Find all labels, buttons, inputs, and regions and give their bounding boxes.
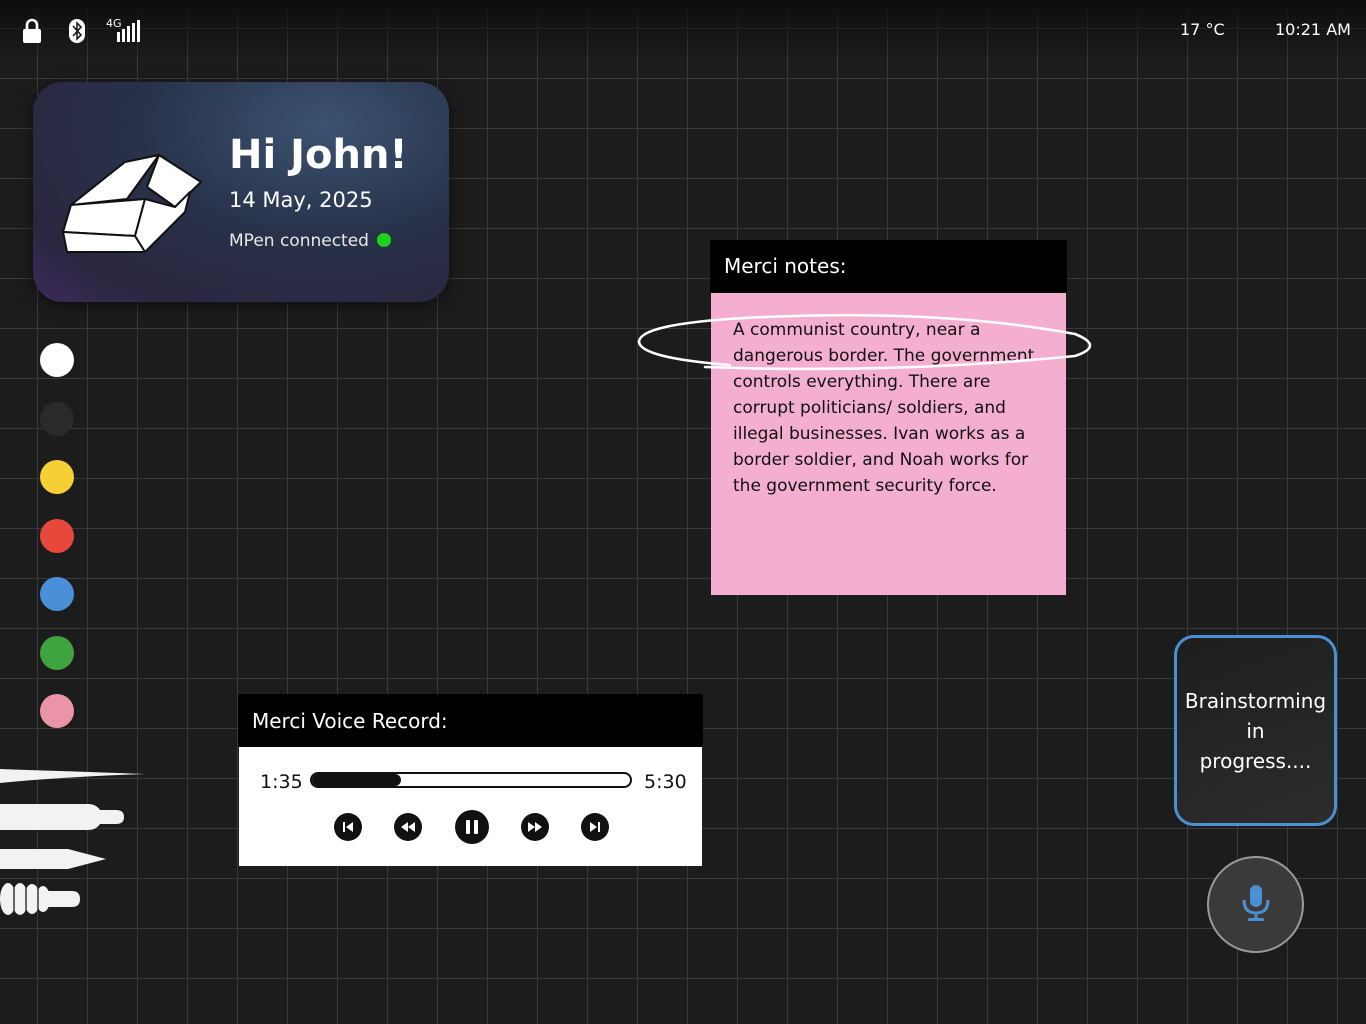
voice-record-panel: Merci Voice Record: 1:35 5:30 [238,694,703,866]
color-swatch[interactable] [40,635,74,670]
color-swatch[interactable] [40,694,74,728]
notes-panel[interactable]: Merci notes: A communist country, near a… [710,240,1067,596]
skip-back-icon[interactable] [334,813,362,841]
brainstorm-status-card: Brainstorming in progress.... [1174,635,1337,826]
current-time: 1:35 [260,771,303,793]
temperature: 17 °C [1180,20,1225,39]
clock: 10:21 AM [1275,20,1351,39]
fast-forward-icon[interactable] [521,813,549,841]
pen-tool[interactable] [0,765,150,791]
greeting-date: 14 May, 2025 [229,188,373,212]
notes-title: Merci notes: [710,240,1067,293]
connection-indicator [376,233,391,247]
skip-forward-icon[interactable] [581,813,609,841]
signal-icon: 4G [106,16,142,48]
rewind-icon[interactable] [394,813,422,841]
brainstorm-line-3: progress.... [1199,748,1312,773]
microphone-button[interactable] [1207,856,1304,953]
color-swatch[interactable] [40,518,74,553]
notes-body[interactable]: A communist country, near a dangerous bo… [711,293,1066,595]
greeting-title: Hi John! [229,132,408,178]
open-box-icon [55,152,205,266]
marker-tool[interactable] [0,802,130,836]
color-swatch[interactable] [40,343,74,377]
connection-status-label: MPen connected [229,231,369,251]
total-time: 5:30 [644,771,687,793]
progress-bar[interactable] [310,772,632,788]
microphone-icon [1241,884,1271,926]
status-bar: 4G 17 °C 10:21 AM [0,0,1366,60]
color-swatch[interactable] [40,401,74,436]
circle-annotation [635,312,1099,378]
brainstorm-line-1: Brainstorming [1184,688,1327,713]
pause-icon[interactable] [455,810,489,844]
greeting-card: Hi John! 14 May, 2025 MPen connected [33,82,449,302]
network-label: 4G [106,17,122,30]
bluetooth-icon [68,18,86,48]
color-swatch[interactable] [40,460,74,494]
brainstorm-line-2: in [1246,718,1265,743]
voice-record-title: Merci Voice Record: [238,694,703,747]
color-swatch[interactable] [40,577,74,611]
pencil-tool[interactable] [0,846,110,876]
brush-tool[interactable] [0,880,85,922]
lock-icon [22,18,42,48]
progress-fill [312,774,402,786]
connection-status: MPen connected [229,231,391,251]
voice-player: 1:35 5:30 [239,747,702,866]
